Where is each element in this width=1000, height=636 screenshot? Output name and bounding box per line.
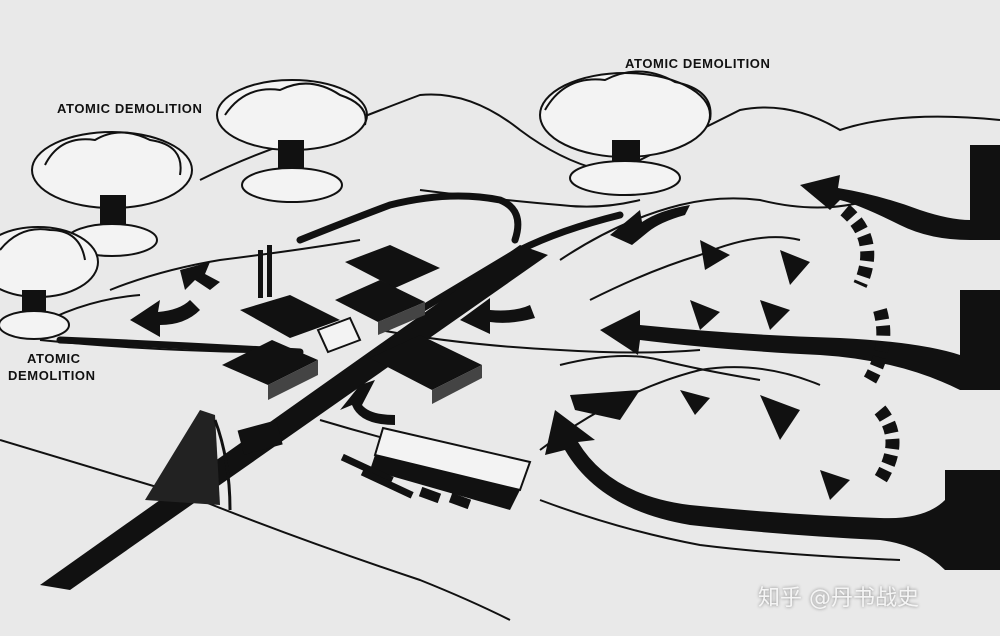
demolition-label-left: DEMOLITION xyxy=(8,368,96,383)
watermark: 知乎 @丹书战史 xyxy=(758,580,919,612)
atomic-demolition-label-top-left: ATOMIC DEMOLITION xyxy=(57,101,203,116)
atomic-label-left: ATOMIC xyxy=(27,351,81,366)
atomic-demolition-label-top-right: ATOMIC DEMOLITION xyxy=(625,56,771,71)
